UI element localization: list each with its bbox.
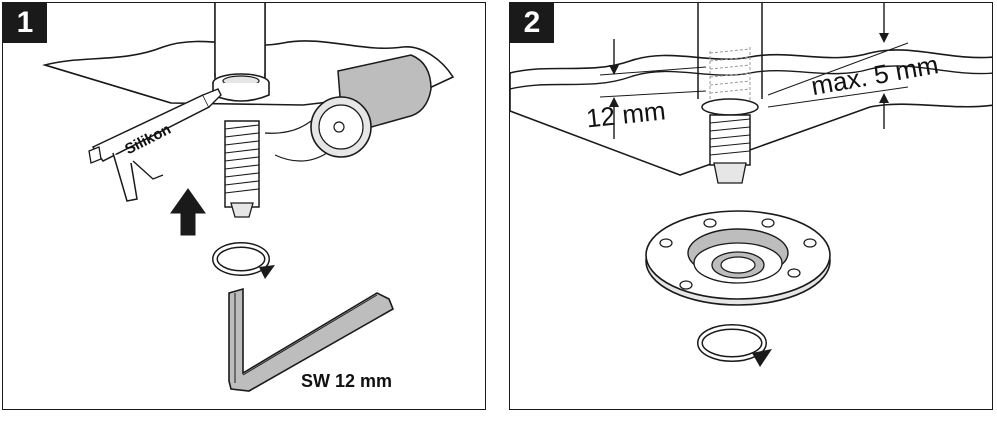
step-1-panel: 1	[2, 2, 486, 410]
hidden-thread	[709, 47, 751, 103]
push-up-arrow	[170, 188, 206, 236]
step-2-badge: 2	[510, 3, 554, 43]
rotation-arrow-icon	[697, 324, 772, 367]
hex-key	[228, 287, 395, 392]
depth-dimension	[599, 39, 707, 139]
wrench-size-label: SW 12 mm	[301, 371, 392, 391]
silicone-cartridge	[264, 54, 432, 162]
step-2-illustration: 12 mm max. 5 mm	[510, 3, 992, 367]
silicone-gun: Silikon	[88, 88, 222, 202]
support-tube	[697, 3, 763, 99]
step-1-illustration: Silikon SW 12 mm	[42, 3, 455, 392]
rotation-arrow-icon	[212, 242, 275, 279]
threaded-bolt	[709, 114, 751, 184]
step-1-badge: 1	[3, 3, 47, 43]
step-2-panel: 2 12 mm max. 5	[509, 2, 993, 410]
threaded-bolt	[224, 120, 260, 218]
gap-dimension	[767, 3, 909, 129]
round-flange	[645, 210, 831, 306]
